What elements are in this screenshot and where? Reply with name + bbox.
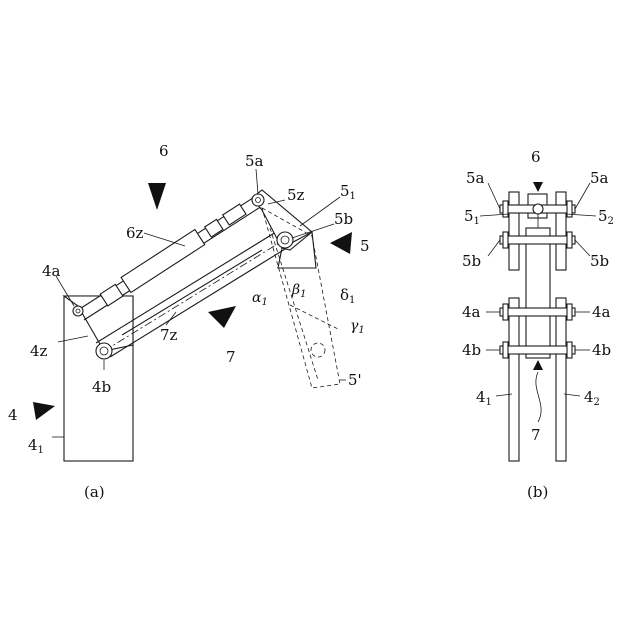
view-b: 6 5a 5a 51 52 5b 5b 4a 4a 4b 4b 41 42 7 … — [462, 148, 614, 501]
link-plate-4z — [64, 296, 133, 351]
arrow-4 — [33, 402, 55, 420]
arrow-7-b — [533, 360, 543, 370]
label-b-5b-left: 5b — [462, 252, 481, 270]
pin-5b — [277, 232, 293, 248]
pin-4a — [73, 306, 83, 316]
arrow-6 — [148, 183, 166, 210]
label-4a: 4a — [42, 262, 61, 280]
label-4: 4 — [8, 406, 18, 424]
label-5b: 5b — [334, 210, 353, 228]
label-gamma-1: γ1 — [350, 318, 365, 336]
label-b-5-2: 52 — [598, 207, 614, 227]
label-b-6: 6 — [531, 148, 541, 166]
label-b-4-2: 42 — [584, 388, 600, 408]
label-5: 5 — [360, 237, 370, 255]
view-a: 6 5a 5z 51 5b 6z 5 4a α1 β1 δ1 γ1 4z 7z … — [8, 142, 370, 501]
label-4z: 4z — [30, 342, 48, 360]
label-b-4a-right: 4a — [592, 303, 611, 321]
label-b-5-1: 51 — [464, 207, 480, 227]
plate-4-2 — [556, 298, 566, 461]
arrow-7 — [208, 306, 236, 328]
caption-b: (b) — [527, 483, 548, 501]
rod-end-2 — [223, 204, 246, 225]
label-b-4-1: 41 — [476, 388, 492, 408]
arrow-5 — [330, 232, 352, 254]
label-b-5a-right: 5a — [590, 169, 609, 187]
label-b-4b-right: 4b — [592, 341, 611, 359]
label-delta-1: δ1 — [340, 286, 355, 306]
label-b-5b-right: 5b — [590, 252, 609, 270]
plate-5-1 — [509, 192, 519, 270]
label-7: 7 — [226, 348, 236, 366]
label-4b: 4b — [92, 378, 111, 396]
label-b-4a-left: 4a — [462, 303, 481, 321]
label-7z: 7z — [160, 326, 178, 344]
pin-5a — [252, 194, 264, 206]
label-5-1: 51 — [340, 182, 356, 202]
label-5-prime: 5' — [348, 371, 362, 389]
label-4-1: 41 — [28, 436, 44, 456]
label-6: 6 — [159, 142, 169, 160]
label-alpha-1: α1 — [252, 290, 268, 308]
label-b-4b-left: 4b — [462, 341, 481, 359]
bolts-b — [500, 201, 575, 358]
labels-a: 6 5a 5z 51 5b 6z 5 4a α1 β1 δ1 γ1 4z 7z … — [8, 142, 370, 501]
label-5a: 5a — [245, 152, 264, 170]
label-beta-1: β1 — [291, 282, 306, 300]
label-b-7: 7 — [531, 426, 541, 444]
arrow-6-b — [533, 182, 543, 192]
label-b-5a-left: 5a — [466, 169, 485, 187]
plate-5-2 — [556, 192, 566, 270]
member-7 — [526, 228, 550, 358]
rod-end-1 — [205, 219, 223, 237]
label-5z: 5z — [287, 186, 305, 204]
label-6z: 6z — [126, 224, 144, 242]
plate-4-1 — [509, 298, 519, 461]
caption-a: (a) — [84, 483, 105, 501]
pin-4b — [96, 343, 112, 359]
